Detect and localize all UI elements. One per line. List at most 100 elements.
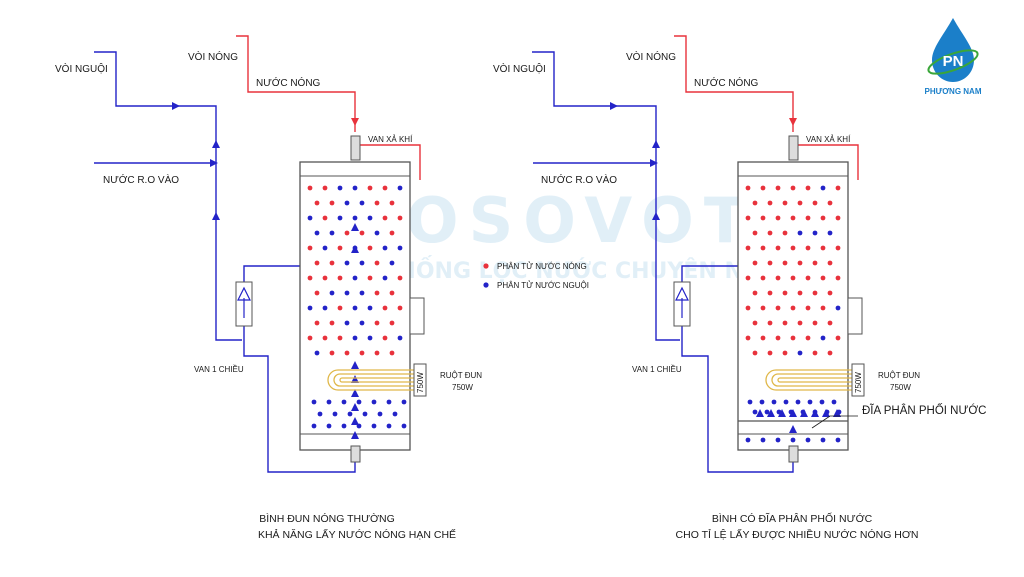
cold-particle	[352, 305, 358, 311]
cold-particle	[314, 230, 320, 236]
hot-particle	[760, 335, 766, 341]
cold-particle	[352, 275, 358, 281]
flow-arrow-icon	[351, 375, 359, 383]
hot-particle	[827, 290, 833, 296]
hot-particle	[767, 290, 773, 296]
hot-particle	[374, 290, 380, 296]
hot-particle	[805, 245, 811, 251]
cold-particle	[807, 399, 813, 405]
cold-particle	[311, 423, 317, 429]
hot-particle	[382, 185, 388, 191]
cold-particle	[775, 437, 781, 443]
hot-particle	[820, 305, 826, 311]
hot-particle	[367, 275, 373, 281]
check-valve-label: VAN 1 CHIỀU	[632, 364, 682, 374]
right-heater-assembly: 750W VÒI NGUỘI VÒI NÓNG NƯỚC NÓNG NƯỚC R…	[493, 35, 986, 541]
cold-particle	[401, 399, 407, 405]
cold-particle	[359, 260, 365, 266]
cold-particle	[747, 399, 753, 405]
hot-particle	[329, 320, 335, 326]
cold-particle	[377, 411, 383, 417]
hot-particle	[745, 245, 751, 251]
cold-particle	[367, 215, 373, 221]
cold-particle	[771, 399, 777, 405]
watermark-brand: KOSOVOTA	[351, 184, 810, 257]
hot-particle	[329, 200, 335, 206]
hot-particle	[812, 350, 818, 356]
heater-badge	[413, 363, 427, 397]
cold-particle	[307, 305, 313, 311]
hot-particle	[329, 260, 335, 266]
cold-particle	[819, 399, 825, 405]
cold-tap-label: VÒI NGUỘI	[493, 62, 546, 75]
cold-particle	[797, 350, 803, 356]
cold-particle	[307, 215, 313, 221]
hot-particle	[812, 200, 818, 206]
cold-particle	[344, 260, 350, 266]
hot-particle	[382, 335, 388, 341]
flow-arrow-icon	[789, 409, 797, 417]
caption-line-1: BÌNH CÓ ĐĨA PHÂN PHỐI NƯỚC	[712, 511, 873, 525]
cold-particle	[397, 245, 403, 251]
cold-particle	[812, 230, 818, 236]
hot-particle	[752, 320, 758, 326]
hot-particle	[812, 260, 818, 266]
hot-particle	[782, 230, 788, 236]
caption-line-1: BÌNH ĐUN NÓNG THƯỜNG	[259, 512, 395, 525]
hot-particle	[344, 230, 350, 236]
heater-power-label: 750W	[452, 383, 473, 392]
hot-particle	[790, 185, 796, 191]
ro-inlet-label: NƯỚC R.O VÀO	[541, 173, 617, 186]
cold-particle	[820, 335, 826, 341]
flow-arrow-icon	[351, 389, 359, 397]
flow-arrow-icon	[767, 409, 775, 417]
cold-particle	[752, 409, 758, 415]
hot-particle	[812, 290, 818, 296]
cold-particle	[359, 320, 365, 326]
caption-line-2: CHO TỈ LỆ LẤY ĐƯỢC NHIỀU NƯỚC NÓNG HƠN	[676, 528, 919, 541]
hot-particle	[775, 305, 781, 311]
hot-particle	[344, 350, 350, 356]
left-heater-assembly: 750W VÒI NGUỘI VÒI NÓNG NƯỚC NÓNG NƯỚC R…	[55, 35, 482, 541]
heating-element	[765, 369, 852, 391]
hot-particle	[307, 275, 313, 281]
cold-particle	[835, 437, 841, 443]
heater-label: RUỘT ĐUN	[878, 371, 920, 380]
hot-particle	[389, 350, 395, 356]
cold-particle	[352, 185, 358, 191]
hot-particle	[835, 275, 841, 281]
cold-particle	[314, 350, 320, 356]
cold-particle	[797, 230, 803, 236]
cold-particle	[386, 423, 392, 429]
flow-arrow-icon	[822, 409, 830, 417]
cold-particle	[347, 411, 353, 417]
hot-particle	[767, 260, 773, 266]
hot-particle	[752, 230, 758, 236]
hot-particle	[314, 320, 320, 326]
hot-particle	[322, 185, 328, 191]
flow-arrow-icon	[351, 361, 359, 369]
cold-particle	[367, 335, 373, 341]
hot-water-pipes	[236, 35, 421, 180]
hot-particle	[827, 350, 833, 356]
cold-particle	[359, 200, 365, 206]
hot-particle	[767, 320, 773, 326]
cold-particle	[367, 305, 373, 311]
cold-particle	[341, 423, 347, 429]
hot-particle	[752, 290, 758, 296]
cold-particle	[344, 290, 350, 296]
hot-particle	[767, 200, 773, 206]
hot-particle	[760, 245, 766, 251]
vent-valve	[788, 135, 799, 161]
cold-particle	[389, 260, 395, 266]
cold-particle	[326, 423, 332, 429]
hot-particle	[322, 215, 328, 221]
hot-particle	[760, 215, 766, 221]
hot-particle	[397, 305, 403, 311]
cold-particle	[352, 335, 358, 341]
hot-particle	[307, 335, 313, 341]
hot-particle	[775, 215, 781, 221]
water-particles	[307, 185, 407, 439]
water-particles	[745, 185, 842, 443]
hot-particle	[314, 260, 320, 266]
